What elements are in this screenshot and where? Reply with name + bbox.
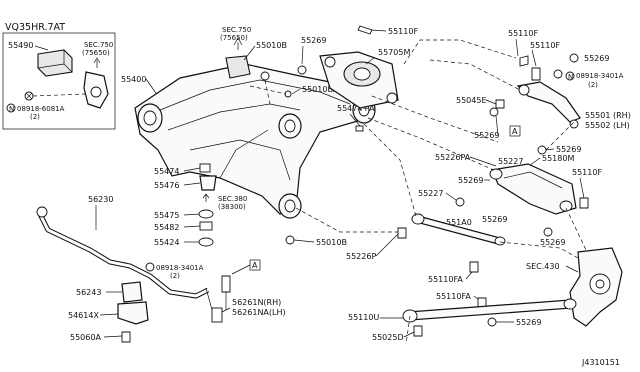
svg-text:N: N bbox=[9, 105, 14, 113]
lower-link-rod bbox=[407, 299, 573, 321]
sec430-label: SEC.430 bbox=[526, 262, 560, 271]
inset-vq35hr: VQ35HR.7AT 55490 SEC.750 (75650) N 08918… bbox=[2, 22, 116, 130]
control-module-icon bbox=[37, 49, 73, 77]
bolt3-number: 08918-3401A bbox=[576, 72, 624, 80]
diff-mount-group: 55110F 55705M bbox=[319, 25, 418, 109]
dashed-guide-lines bbox=[249, 39, 587, 345]
knuckle-group: SEC.430 bbox=[526, 247, 623, 327]
label-55269-r2: 55269 bbox=[474, 131, 499, 140]
bolt2-number: 08918-3401A bbox=[156, 264, 204, 272]
washer bbox=[198, 209, 214, 219]
label-551a0: 551A0 bbox=[446, 218, 472, 227]
label-55400: 55400 bbox=[121, 75, 146, 84]
label-55476: 55476 bbox=[154, 181, 179, 190]
sec750-label: SEC.750 bbox=[222, 26, 251, 34]
inset-arrow-icon bbox=[93, 57, 101, 68]
label-55010ba: 55010BA bbox=[302, 85, 339, 94]
inset-border bbox=[2, 32, 116, 130]
label-56261na: 56261NA(LH) bbox=[232, 308, 286, 317]
label-55501: 55501 (RH) bbox=[585, 111, 631, 120]
label-56243: 56243 bbox=[76, 288, 101, 297]
label-55227-top: 55227 bbox=[498, 157, 523, 166]
upper-mount bbox=[225, 55, 251, 79]
nut-icon bbox=[260, 71, 270, 81]
label-55110f-r2: 55110F bbox=[530, 41, 560, 50]
label-55045e: 55045E bbox=[456, 96, 487, 105]
label-55010b-top: 55010B bbox=[256, 41, 287, 50]
svg-text:A: A bbox=[512, 127, 518, 136]
n-mark-icon bbox=[565, 71, 575, 81]
sec380-ref: (38300) bbox=[218, 203, 246, 211]
sec750-ref: (75650) bbox=[220, 34, 248, 42]
inset-sec-label: SEC.750 bbox=[84, 41, 113, 49]
drawing-number: J4310151 bbox=[581, 358, 620, 367]
upper-arm-group: 55110F 55110F 55269 N 08918-3401A (2) 55… bbox=[456, 29, 631, 155]
label-55110f-r1: 55110F bbox=[508, 29, 538, 38]
inset-sec-ref: (75650) bbox=[82, 49, 110, 57]
label-55475: 55475 bbox=[154, 211, 179, 220]
stopper bbox=[199, 175, 217, 191]
label-55227-mid: 55227 bbox=[418, 189, 443, 198]
label-55705m: 55705M bbox=[378, 48, 410, 57]
label-55269-mid: 55269 bbox=[458, 176, 483, 185]
label-56230: 56230 bbox=[88, 195, 113, 204]
n-mark-icon bbox=[6, 103, 16, 113]
lower-arm-group: 55226PA 55227 55180M 55269 55227 55110F … bbox=[418, 153, 602, 247]
label-55110fa-1: 55110FA bbox=[428, 275, 463, 284]
bushing-cap bbox=[199, 163, 211, 173]
stabilizer-bar bbox=[36, 208, 210, 299]
label-55060a: 55060A bbox=[70, 333, 101, 342]
label-55110f-top: 55110F bbox=[388, 27, 418, 36]
label-55010b-bot: 55010B bbox=[316, 238, 347, 247]
label-55269-top: 55269 bbox=[301, 36, 326, 45]
label-55269-r5: 55269 bbox=[540, 238, 565, 247]
label-55269-r4: 55269 bbox=[482, 215, 507, 224]
clamp-54614x bbox=[117, 301, 149, 325]
label-55226p: 55226P bbox=[346, 252, 376, 261]
label-55110fa-2: 55110FA bbox=[436, 292, 471, 301]
label-55110f-r3: 55110F bbox=[572, 168, 602, 177]
inset-title: VQ35HR.7AT bbox=[5, 22, 65, 33]
inset-bolt-number: 08918-6081A bbox=[17, 105, 65, 113]
label-55110u: 55110U bbox=[348, 313, 379, 322]
inset-bolt-qty: (2) bbox=[30, 113, 40, 121]
label-54614x: 54614X bbox=[68, 311, 99, 320]
inset-part-number: 55490 bbox=[8, 41, 33, 50]
bolt2-qty: (2) bbox=[170, 272, 180, 280]
label-55025d: 55025D bbox=[372, 333, 404, 342]
label-56261n: 56261N(RH) bbox=[232, 298, 281, 307]
rear-subframe: 55400 SEC.750 (75650) 55010B 55269 55010… bbox=[121, 26, 376, 247]
n-mark-icon bbox=[145, 262, 155, 272]
label-55474: 55474 bbox=[154, 167, 179, 176]
bushing-56243 bbox=[121, 281, 143, 303]
bolt-icon bbox=[357, 25, 373, 35]
bolt3-qty: (2) bbox=[588, 81, 598, 89]
lateral-link-group: 551A0 55269 55226P 55110FA bbox=[346, 213, 507, 284]
label-55226pa: 55226PA bbox=[435, 153, 471, 162]
lower-link-group: 55110FA 55110U 55269 55025D bbox=[348, 292, 577, 342]
svg-text:A: A bbox=[252, 261, 258, 270]
label-55269-r1: 55269 bbox=[584, 54, 609, 63]
sec380-label: SEC.380 bbox=[218, 195, 247, 203]
label-55269-bot: 55269 bbox=[516, 318, 541, 327]
label-55424: 55424 bbox=[154, 238, 179, 247]
label-55474a: 55474+A bbox=[337, 104, 375, 113]
label-55502: 55502 (LH) bbox=[585, 121, 630, 130]
stabilizer-bar-group: 56230 N 08918-3401A (2) A 56243 54614X 5… bbox=[36, 195, 286, 343]
connecting-rod bbox=[211, 307, 223, 323]
box-a-right bbox=[509, 125, 521, 137]
label-55269-r3: 55269 bbox=[556, 145, 581, 154]
svg-text:N: N bbox=[568, 73, 573, 81]
label-55482: 55482 bbox=[154, 223, 179, 232]
label-55180m: 55180M bbox=[542, 154, 574, 163]
up-arrow-icon bbox=[233, 37, 243, 50]
